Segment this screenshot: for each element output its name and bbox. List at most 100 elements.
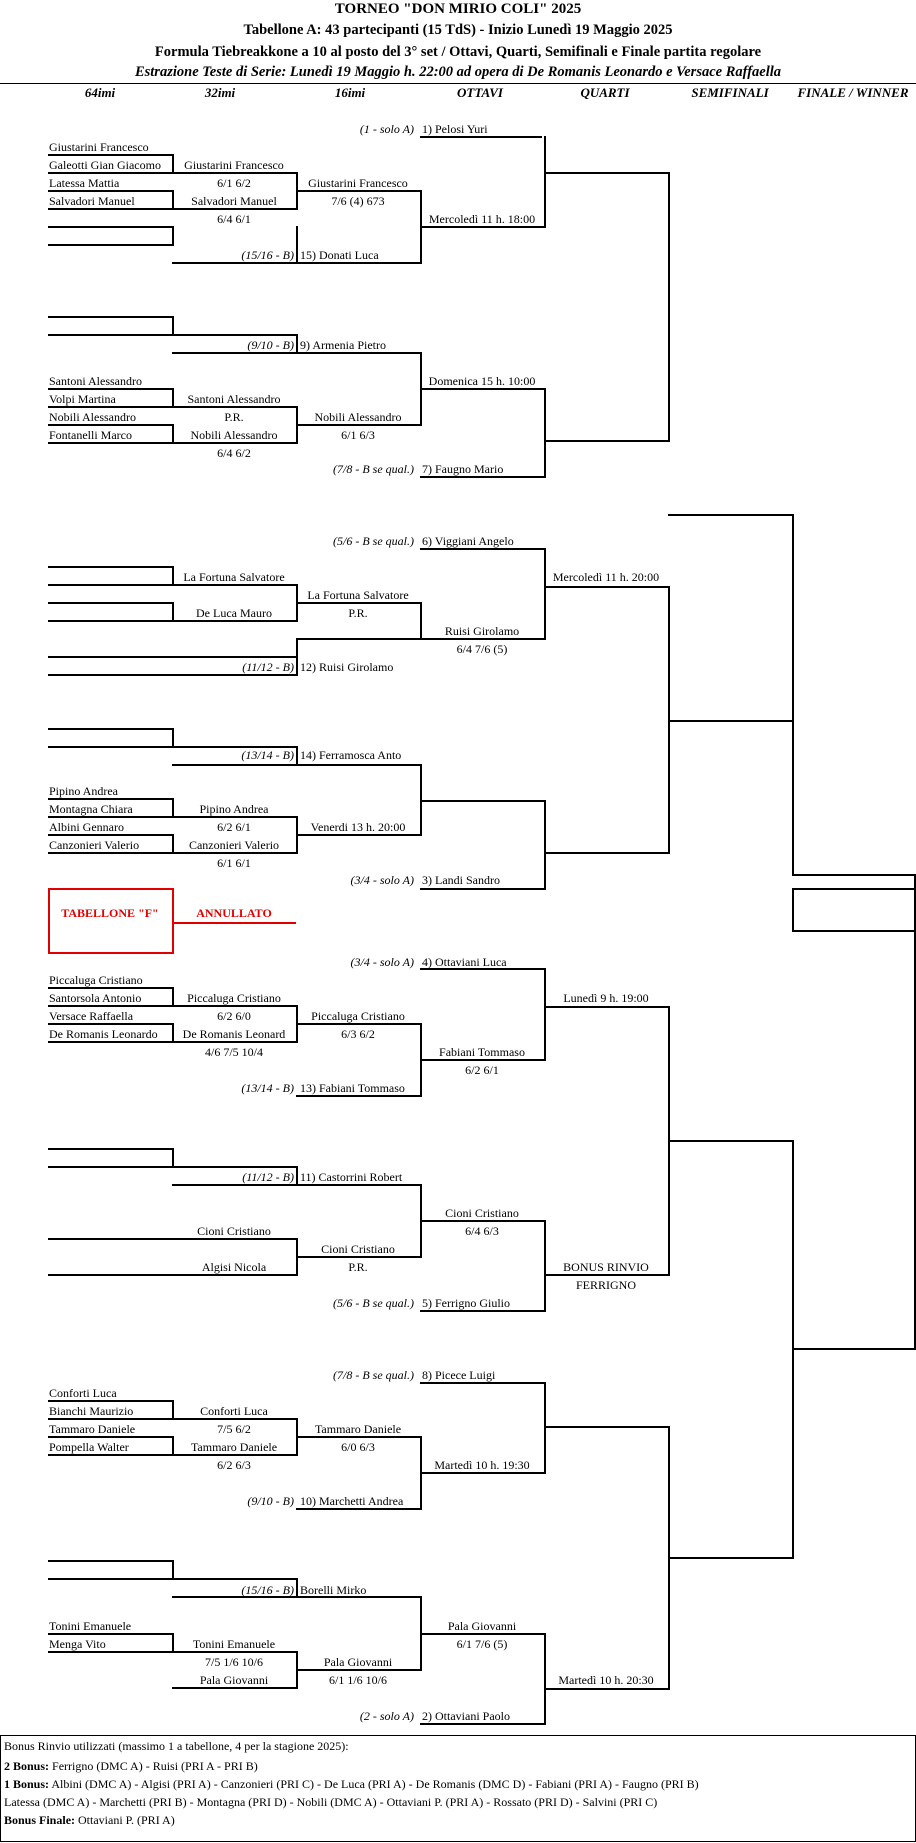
player-name: 5) Ferrigno Giulio: [422, 1296, 510, 1310]
bonus-1-line-cont: Latessa (DMC A) - Marchetti (PRI B) - Mo…: [4, 1795, 658, 1809]
player-name: Tammaro Daniele: [49, 1422, 136, 1436]
bracket-line: [48, 1166, 172, 1168]
bracket-line: [296, 1095, 420, 1097]
match-score: 6/1 1/6 10/6: [328, 1673, 387, 1687]
match-score: 7/5 1/6 10/6: [204, 1655, 263, 1669]
bracket-line: [172, 190, 174, 210]
bracket-line: [296, 1596, 420, 1598]
player-name: 12) Ruisi Girolamo: [300, 660, 394, 674]
seed-label: (9/10 - B): [247, 338, 294, 352]
bonus-2-line: 2 Bonus: Ferrigno (DMC A) - Ruisi (PRI A…: [4, 1759, 258, 1773]
bracket-line: [792, 930, 914, 932]
bracket-line: [172, 1436, 174, 1456]
bracket-line: [172, 852, 296, 854]
player-name: Salvadori Manuel: [49, 194, 135, 208]
bracket-line: [48, 1274, 172, 1276]
player-name: 8) Picece Luigi: [422, 1368, 496, 1382]
seed-label: (11/12 - B): [242, 660, 294, 674]
seed-draw-info: Estrazione Teste di Serie: Lunedì 19 Mag…: [134, 64, 782, 80]
player-name: Tammaro Daniele: [314, 1422, 402, 1436]
bracket-line: [172, 1400, 174, 1420]
bracket-line: [420, 1472, 544, 1474]
bracket-line: [296, 764, 420, 766]
match-score: 6/4 7/6 (5): [456, 642, 508, 656]
player-name: Conforti Luca: [200, 1404, 268, 1418]
bracket-line: [172, 352, 296, 354]
bracket-line: [48, 728, 172, 730]
player-name: Salvadori Manuel: [191, 194, 277, 208]
bracket-line: [544, 172, 668, 174]
bracket-line: [48, 334, 172, 336]
bracket-line: [172, 1023, 174, 1043]
bracket-line: [544, 388, 546, 478]
bracket-line: [544, 1382, 546, 1474]
bonus-final-key: Bonus Finale:: [4, 1813, 76, 1827]
player-name: La Fortuna Salvatore: [307, 588, 409, 602]
tournament-format: Formula Tiebreakkone a 10 al posto del 3…: [154, 44, 762, 60]
player-name: Cioni Cristiano: [445, 1206, 519, 1220]
seed-label: (13/14 - B): [241, 1081, 294, 1095]
player-name: 1) Pelosi Yuri: [422, 122, 488, 136]
bracket-line: [420, 800, 544, 802]
seed-label: (7/8 - B se qual.): [333, 462, 414, 476]
player-name: Santoni Alessandro: [187, 392, 281, 406]
player-name: De Luca Mauro: [196, 606, 272, 620]
bracket-line: [48, 1023, 172, 1025]
bracket-line: [792, 874, 914, 876]
bracket-line: [172, 1560, 174, 1580]
player-name: 6) Viggiani Angelo: [422, 534, 514, 548]
seed-label: (5/6 - B se qual.): [333, 1296, 414, 1310]
match-score: 6/2 6/1: [465, 1063, 499, 1077]
player-name: Ruisi Girolamo: [444, 624, 520, 638]
bracket-line: [296, 602, 420, 604]
player-name: Tonini Emanuele: [192, 1637, 276, 1651]
bracket-line: [296, 638, 420, 640]
seed-label: (1 - solo A): [359, 122, 414, 136]
seed-label: (9/10 - B): [247, 1494, 294, 1508]
bracket-line: [48, 1578, 172, 1580]
bracket-line: [48, 1633, 172, 1635]
bracket-line: [296, 226, 298, 264]
bracket-line: [296, 1436, 420, 1438]
bracket-line: [420, 226, 544, 228]
bracket-line: [48, 1005, 172, 1007]
bracket-line: [544, 968, 546, 1061]
bracket-line: [420, 388, 544, 390]
bracket-line: [420, 888, 544, 890]
bracket-line: [420, 602, 422, 640]
bracket-line: [172, 406, 296, 408]
bracket-line: [544, 852, 668, 854]
bracket-line: [172, 602, 174, 622]
bracket-line: [172, 1418, 296, 1420]
bracket-line: [296, 638, 298, 676]
match-schedule: Martedì 10 h. 20:30: [558, 1673, 654, 1687]
player-name: Montagna Chiara: [49, 802, 133, 816]
bracket-line: [792, 1348, 914, 1350]
bracket-line: [172, 262, 296, 264]
player-name: Nobili Alessandro: [190, 428, 278, 442]
bracket-line: [296, 424, 420, 426]
bracket-line: [48, 888, 172, 890]
bracket-line: [420, 1059, 544, 1061]
bracket-line: [544, 586, 668, 588]
annulled-draw-label: TABELLONE "F": [61, 906, 159, 920]
player-name: 10) Marchetti Andrea: [300, 1494, 404, 1508]
match-score: P.R.: [224, 410, 244, 424]
player-name: 13) Fabiani Tommaso: [300, 1081, 405, 1095]
match-score: P.R.: [348, 1260, 368, 1274]
bracket-line: [296, 190, 420, 192]
bracket-line: [296, 1669, 420, 1671]
annulled-text: ANNULLATO: [196, 906, 272, 920]
bracket-line: [48, 406, 172, 408]
bracket-line: [172, 1148, 174, 1168]
bracket-line: [172, 1184, 296, 1186]
bracket-line: [48, 584, 172, 586]
bracket-line: [48, 208, 172, 210]
bracket-line: [172, 1041, 296, 1043]
bracket-line: [172, 798, 174, 818]
player-name: Bianchi Maurizio: [49, 1404, 134, 1418]
bracket-line: [172, 1005, 296, 1007]
bracket-line: [544, 1006, 668, 1008]
bracket-line: [48, 172, 172, 174]
bracket-line: [172, 226, 174, 246]
